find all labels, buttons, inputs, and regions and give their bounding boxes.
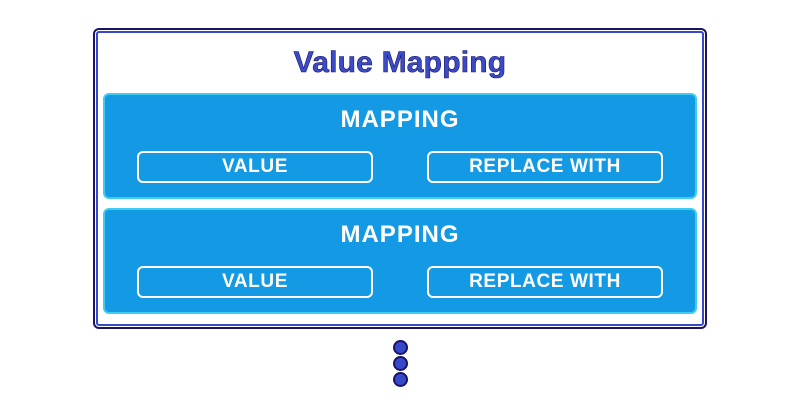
mapping-box-1: MAPPING VALUE REPLACE WITH bbox=[103, 93, 697, 199]
mapping-box-2: MAPPING VALUE REPLACE WITH bbox=[103, 208, 697, 314]
replace-with-field: REPLACE WITH bbox=[427, 151, 663, 183]
replace-with-field: REPLACE WITH bbox=[427, 266, 663, 298]
mapping-field-row: VALUE REPLACE WITH bbox=[105, 266, 695, 298]
mapping-label: MAPPING bbox=[340, 221, 460, 248]
mapping-field-row: VALUE REPLACE WITH bbox=[105, 151, 695, 183]
value-field: VALUE bbox=[137, 266, 373, 298]
ellipsis-dot bbox=[392, 340, 408, 355]
ellipsis-dot bbox=[392, 356, 408, 371]
value-field: VALUE bbox=[137, 151, 373, 183]
more-mappings-ellipsis bbox=[0, 340, 800, 387]
ellipsis-dot bbox=[392, 372, 408, 387]
diagram-title: Value Mapping bbox=[293, 46, 507, 80]
value-mapping-container: Value Mapping MAPPING VALUE REPLACE WITH… bbox=[93, 28, 707, 329]
mapping-label: MAPPING bbox=[340, 106, 460, 133]
